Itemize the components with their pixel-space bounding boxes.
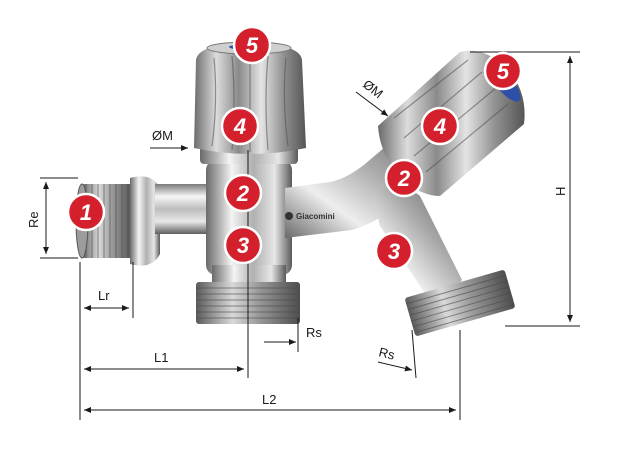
badge-3-right-label: 3 <box>388 239 400 264</box>
badge-3-right: 3 <box>374 231 414 271</box>
badge-4-left: 4 <box>220 106 260 146</box>
valve-body: Giacomini <box>75 41 525 336</box>
badge-5-right: 5 <box>483 51 523 91</box>
badge-5-left: 5 <box>232 25 272 65</box>
brand-logo: Giacomini <box>285 212 335 221</box>
dim-label-l2: L2 <box>262 392 276 407</box>
dim-label-h: H <box>553 187 568 196</box>
right-lower-body <box>372 186 462 295</box>
badge-2-left-label: 2 <box>236 181 250 206</box>
badge-1-label: 1 <box>80 200 92 225</box>
badge-5-left-label: 5 <box>246 33 259 58</box>
dim-label-l1: L1 <box>154 350 168 365</box>
badge-1: 1 <box>66 192 106 232</box>
badge-2-right-label: 2 <box>397 166 411 191</box>
callout-badges: 1 2 3 4 5 2 3 4 <box>66 25 523 271</box>
badge-4-left-label: 4 <box>233 114 246 139</box>
dim-label-om-left: ØM <box>152 128 173 143</box>
right-outlet-thread <box>405 270 515 336</box>
badge-2-right: 2 <box>384 158 424 198</box>
badge-5-right-label: 5 <box>497 59 510 84</box>
brand-logo-text: Giacomini <box>296 212 335 221</box>
dim-label-rs-right: Rs <box>377 344 397 363</box>
badge-3-left-label: 3 <box>237 233 249 258</box>
badge-4-right: 4 <box>420 106 460 146</box>
inlet-collar <box>130 176 160 266</box>
dim-label-rs-center: Rs <box>306 325 322 340</box>
badge-2-left: 2 <box>223 173 263 213</box>
dimension-lines <box>40 51 580 420</box>
badge-3-left: 3 <box>223 225 263 265</box>
badge-4-right-label: 4 <box>433 114 446 139</box>
dim-label-re: Re <box>26 211 41 228</box>
dim-label-lr: Lr <box>98 288 110 303</box>
